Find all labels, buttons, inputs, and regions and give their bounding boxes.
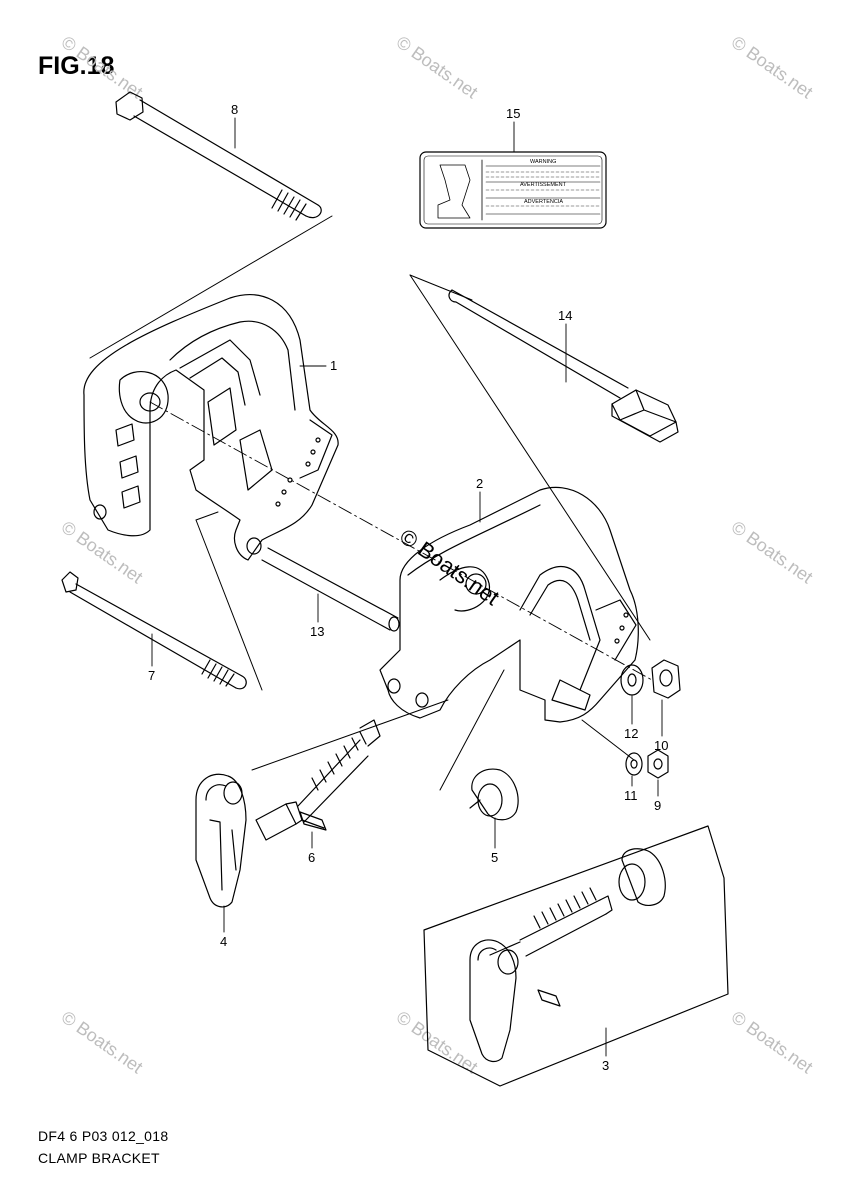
callout-10: 10 [654, 738, 668, 753]
part-13-tube [261, 547, 400, 632]
callout-numbers: 1 2 3 4 5 6 7 8 9 10 11 12 13 14 15 [148, 102, 668, 1073]
guide-line [89, 215, 333, 359]
part-3-assembly-box [423, 825, 729, 1087]
watermark-text: © Boats.net [728, 1007, 817, 1077]
watermark-text: © Boats.net [393, 32, 482, 102]
part-7-bolt [61, 571, 247, 690]
watermark-text: © Boats.net [728, 517, 817, 587]
callout-11: 11 [624, 788, 638, 803]
label-line: ADVERTENCIA [524, 199, 563, 205]
part-6-pin [299, 811, 327, 831]
figure-title: FIG.18 [38, 52, 115, 80]
label-line: AVERTISSEMENT [520, 182, 567, 188]
callout-14: 14 [558, 308, 572, 323]
guide-line [195, 519, 263, 691]
callout-2: 2 [476, 476, 483, 491]
part-10-nut [651, 659, 681, 699]
callout-8: 8 [231, 102, 238, 117]
callout-6: 6 [308, 850, 315, 865]
watermarks: © Boats.net © Boats.net © Boats.net © Bo… [58, 32, 817, 1077]
guide-line [251, 699, 449, 771]
clamp-screw-shaft [255, 719, 381, 841]
watermark-text: © Boats.net [58, 517, 147, 587]
part-4-handle [195, 773, 247, 908]
leader-lines [151, 117, 663, 1057]
callout-12: 12 [624, 726, 638, 741]
part-8-bolt [115, 91, 322, 221]
guide-line [409, 274, 651, 641]
callout-3: 3 [602, 1058, 609, 1073]
part-5-swivel-pad [469, 768, 519, 821]
figure-name: CLAMP BRACKET [38, 1150, 160, 1166]
label-line: WARNING [530, 159, 556, 165]
part-3-clamp-screw [469, 848, 666, 1063]
part-15-warning-label: WARNING AVERTISSEMENT ADVERTENCIA [419, 151, 607, 229]
part-1-clamp-bracket-left [83, 294, 339, 561]
callout-5: 5 [491, 850, 498, 865]
watermark-center: © Boats.net [395, 524, 504, 611]
guide-line [581, 719, 635, 761]
part-2-clamp-bracket-right [379, 486, 639, 723]
callout-13: 13 [310, 624, 324, 639]
part-11-washer [625, 752, 643, 776]
center-line [149, 401, 653, 681]
callout-4: 4 [220, 934, 227, 949]
callout-15: 15 [506, 106, 520, 121]
part-12-washer [620, 664, 644, 696]
watermark-text: © Boats.net [58, 1007, 147, 1077]
callout-1: 1 [330, 358, 337, 373]
figure-code: DF4 6 P03 012_018 [38, 1128, 169, 1144]
guide-line [409, 274, 473, 301]
part-9-nut [647, 749, 669, 779]
watermark-text: © Boats.net [728, 32, 817, 102]
callout-9: 9 [654, 798, 661, 813]
watermark-text: © Boats.net [58, 32, 147, 102]
guide-line [195, 511, 219, 521]
guide-line [439, 669, 505, 791]
callout-7: 7 [148, 668, 155, 683]
watermark-text: © Boats.net [393, 1007, 482, 1077]
